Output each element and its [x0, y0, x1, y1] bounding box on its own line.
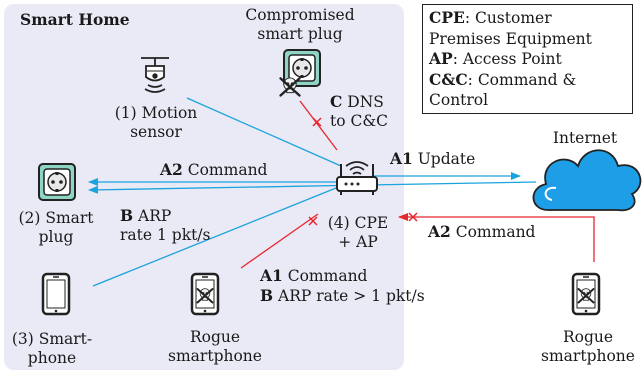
legend-entry: C&C: Command &: [429, 69, 577, 89]
router-icon: [336, 161, 378, 195]
legend-entry: Control: [429, 91, 489, 109]
legend-entry: Premises Equipment: [429, 29, 592, 48]
flow-a2-command-in-label: A2 Command: [160, 160, 268, 179]
smartphone-label: (3) Smart- phone: [11, 330, 93, 367]
flow-b-arp-label: B ARP rate 1 pkt/s: [120, 206, 211, 244]
internet-label: Internet: [552, 129, 618, 147]
blocked-mark-rogue: [308, 216, 318, 226]
flow-attack-rogue-label: A1 Command B ARP rate > 1 pkt/s: [260, 266, 425, 305]
smartphone-icon: [41, 272, 71, 316]
motion-sensor-icon: [141, 57, 169, 93]
compromised-plug-label: Compromised smart plug: [245, 6, 355, 43]
motion-sensor-label: (1) Motion sensor: [114, 104, 198, 141]
legend-entry: AP: Access Point: [429, 49, 562, 68]
flow-a1-update-label: A1 Update: [390, 149, 476, 168]
flow-c-dns-label: C DNS to C&C: [330, 92, 389, 130]
flow-a2-command-from-cloud: [88, 181, 537, 194]
zone-title: Smart Home: [20, 10, 130, 29]
rogue-smartphone-outside-icon: [571, 272, 601, 316]
legend-box: CPE: Customer Premises Equipment AP: Acc…: [422, 4, 633, 114]
smart-plug-label: (2) Smart plug: [18, 209, 94, 246]
flow-a2-command-external: [398, 213, 595, 262]
rogue-smartphone-inside-icon: [190, 272, 220, 316]
blocked-mark-external: [408, 212, 418, 222]
cpe-label: (4) CPE + AP: [327, 214, 389, 251]
flow-motion-to-cpe: [186, 97, 342, 167]
rogue-smartphone-inside-label: Rogue smartphone: [168, 328, 262, 365]
flow-smartphone-arp: [92, 185, 342, 287]
blocked-mark-dns: [312, 117, 322, 127]
smart-plug-icon: [38, 163, 76, 201]
flow-a2-command-out-label: A2 Command: [428, 222, 536, 241]
rogue-smartphone-outside-label: Rogue smartphone: [541, 328, 635, 365]
internet-cloud-icon: [532, 149, 642, 212]
flow-rogue-attack: [240, 213, 319, 269]
flow-c-dns: [299, 100, 338, 151]
smart-home-zone: [4, 4, 404, 370]
legend-entry: CPE: Customer: [429, 8, 552, 27]
